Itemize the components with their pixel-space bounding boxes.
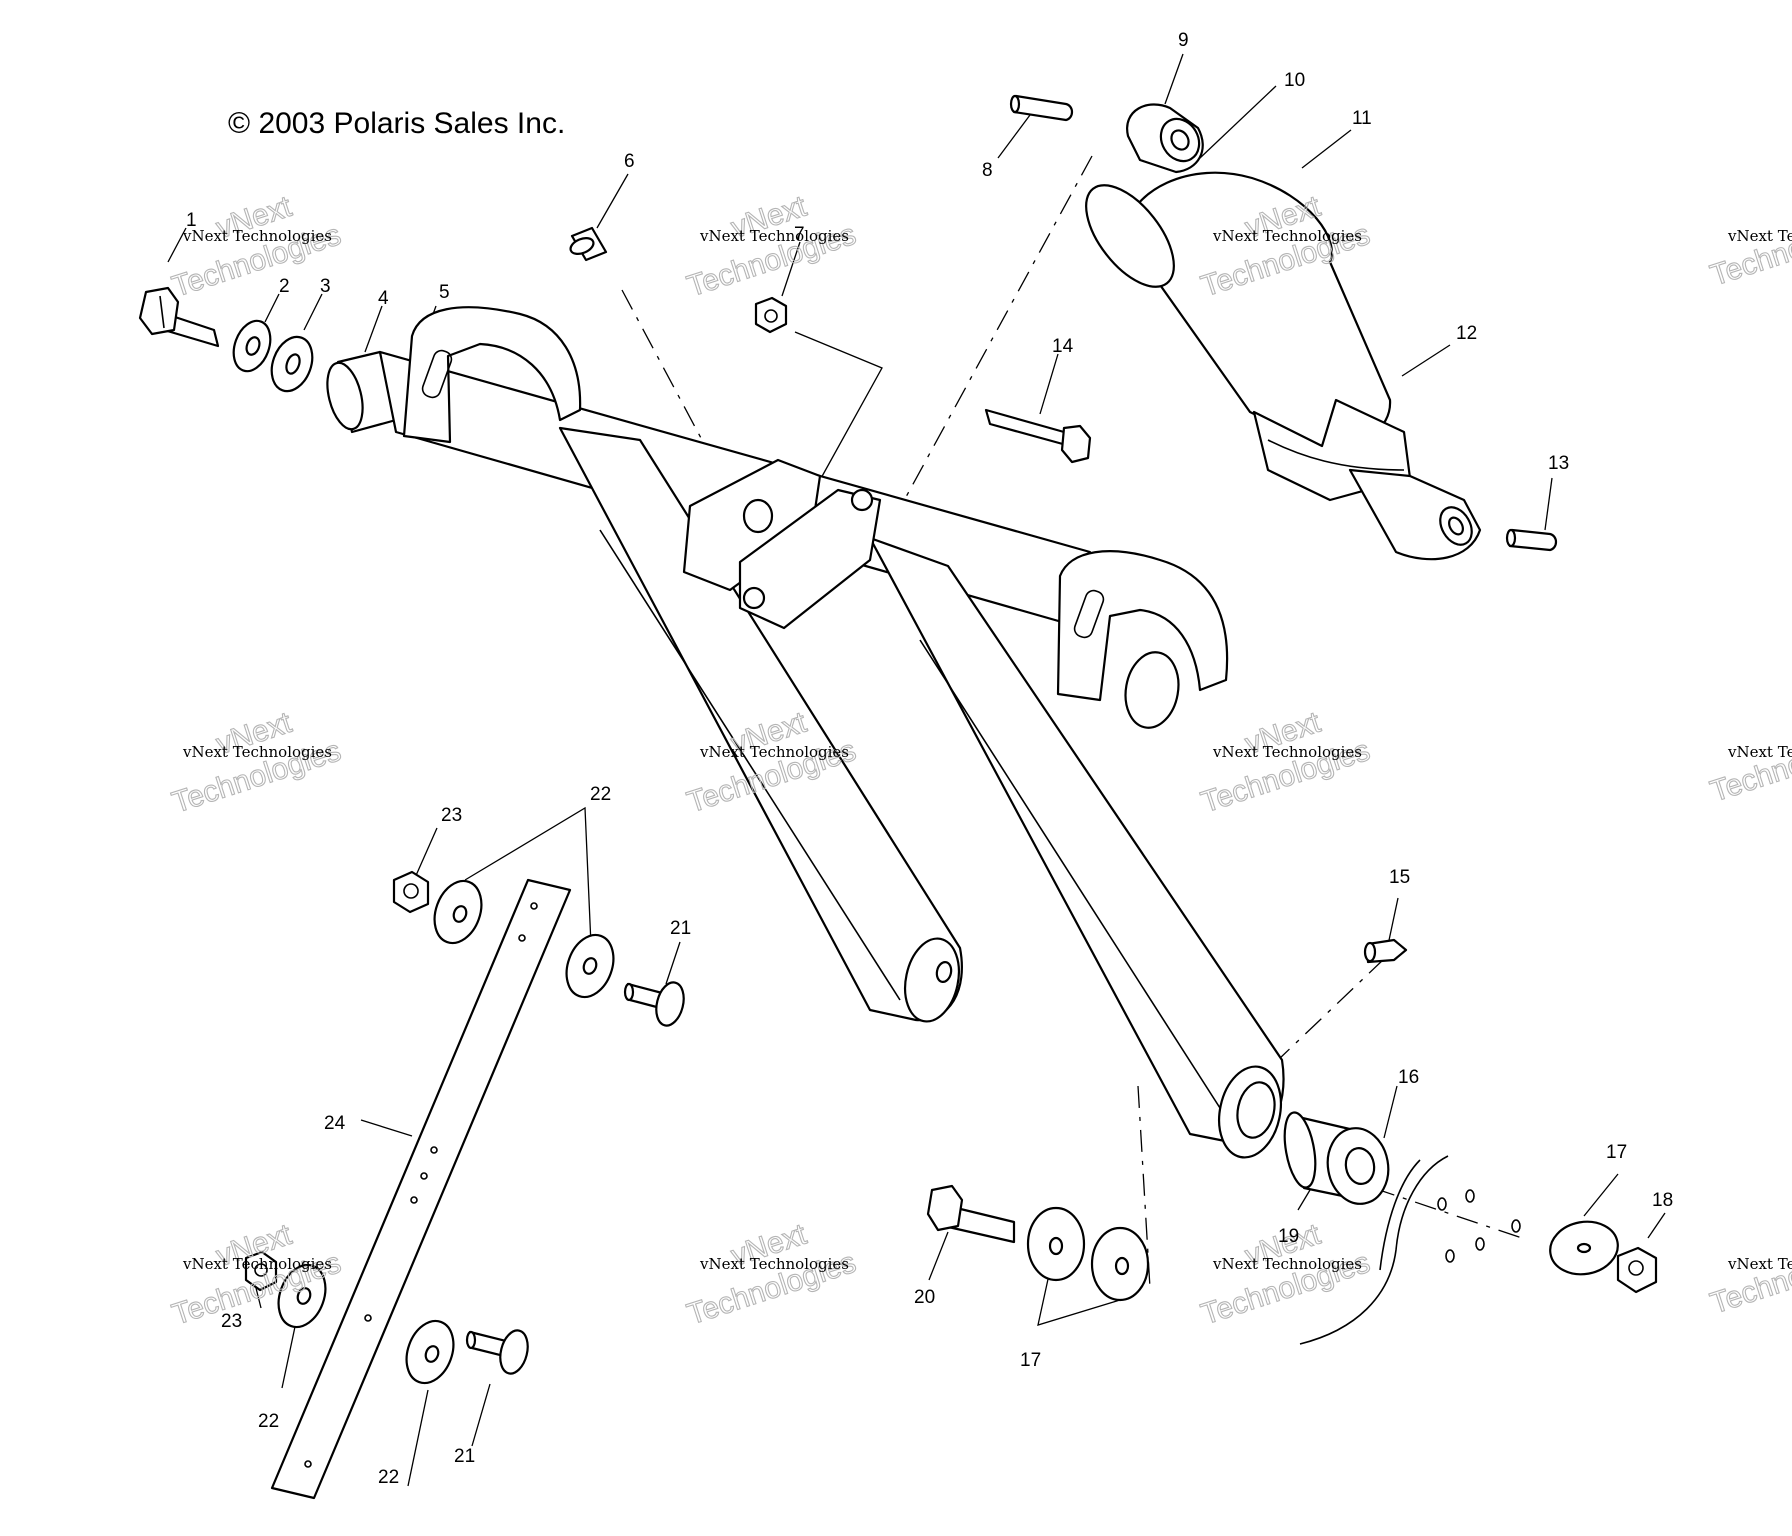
callout-8: 8 [982,160,993,181]
watermark-bottom-edge: Technologies [1706,1235,1792,1322]
pin-21-top [623,981,685,1027]
callout-23-bottom: 23 [221,1311,242,1332]
svg-text:Technologies: Technologies [1706,1235,1792,1321]
callout-22-bottom: 22 [378,1467,399,1488]
watermark-label-mid-edge: vNext Technologies [1727,743,1792,761]
bolt-20 [926,1184,1016,1244]
callout-12: 12 [1456,323,1477,344]
limiter-strap-24 [270,878,572,1500]
watermark-label-top-right: vNext Technologies [1212,227,1362,245]
bolt-14 [984,408,1092,464]
grease-fitting-6 [569,226,608,262]
callout-3: 3 [320,276,331,297]
callout-16: 16 [1398,1067,1419,1088]
callout-17-right: 17 [1606,1142,1627,1163]
rear-arm-assembly [378,306,1285,1159]
washer-22-bottom-b [405,1319,455,1385]
callout-15: 15 [1389,867,1410,888]
svg-text:Technologies: Technologies [1706,207,1792,293]
callout-2: 2 [279,276,290,297]
washer-3 [270,335,314,393]
callout-11: 11 [1352,108,1372,129]
callout-4: 4 [378,288,389,309]
watermark-label-top-left: vNext Technologies [182,227,332,245]
watermark-label-mid-right: vNext Technologies [1212,743,1362,761]
pin-13 [1505,528,1558,552]
bolt-1 [138,286,220,348]
callout-13: 13 [1548,453,1569,474]
callout-1: 1 [186,210,197,231]
pin-8 [1009,94,1074,122]
watermark-label-bottom-center: vNext Technologies [699,1255,849,1273]
nut-23-bottom [244,1250,278,1292]
callout-19: 19 [1278,1226,1299,1247]
callout-9: 9 [1178,30,1189,51]
shock-absorber [1085,103,1482,561]
watermark-label-bottom-right: vNext Technologies [1212,1255,1362,1273]
watermark-label-mid-left: vNext Technologies [182,743,332,761]
callout-20: 20 [914,1287,935,1308]
grease-fitting-15 [1363,938,1408,964]
callout-labels: 1 2 3 4 5 6 7 8 9 10 11 12 13 14 15 16 1… [186,30,1673,1488]
nut-23-top [392,870,430,914]
callout-23-top: 23 [441,805,462,826]
pivot-shaft-4 [326,350,398,434]
callout-21-bottom: 21 [454,1446,475,1467]
rail-plate [1299,1155,1521,1345]
watermark-label-bottom-edge: vNext Technologies [1727,1255,1792,1273]
watermark-label-mid-center: vNext Technologies [699,743,849,761]
callout-5: 5 [439,282,450,303]
washer-22-top-b [565,933,615,999]
nut-18 [1616,1246,1658,1294]
watermark-label-top-center: vNext Technologies [699,227,849,245]
callout-22-left: 22 [258,1411,279,1432]
watermark-mid-edge: Technologies [1706,723,1792,810]
callout-22-top: 22 [590,784,611,805]
svg-text:Technologies: Technologies [1706,723,1792,809]
callout-18: 18 [1652,1190,1673,1211]
copyright-text: © 2003 Polaris Sales Inc. [228,107,565,140]
callout-6: 6 [624,151,635,172]
nut-7 [754,296,788,334]
leader-lines [167,53,1666,1487]
watermark-top-edge: Technologies [1706,207,1792,294]
callout-21-top: 21 [670,918,691,939]
washer-17-left-a [1026,1206,1086,1282]
callout-7: 7 [794,224,805,245]
callout-14: 14 [1052,336,1074,357]
washer-17-right [1549,1220,1619,1276]
bushing-16 [1283,1111,1390,1205]
watermark-label-top-edge: vNext Technologies [1727,227,1792,245]
callout-17-left: 17 [1020,1350,1041,1371]
washer-22-top-a [433,879,483,945]
watermark-label-bottom-left: vNext Technologies [182,1255,332,1273]
pin-21-bottom [465,1329,529,1375]
callout-24: 24 [324,1113,346,1134]
washer-22-bottom-a [277,1263,327,1329]
callout-10: 10 [1284,70,1305,91]
washer-17-left-b [1090,1226,1150,1302]
washer-2 [232,319,272,373]
